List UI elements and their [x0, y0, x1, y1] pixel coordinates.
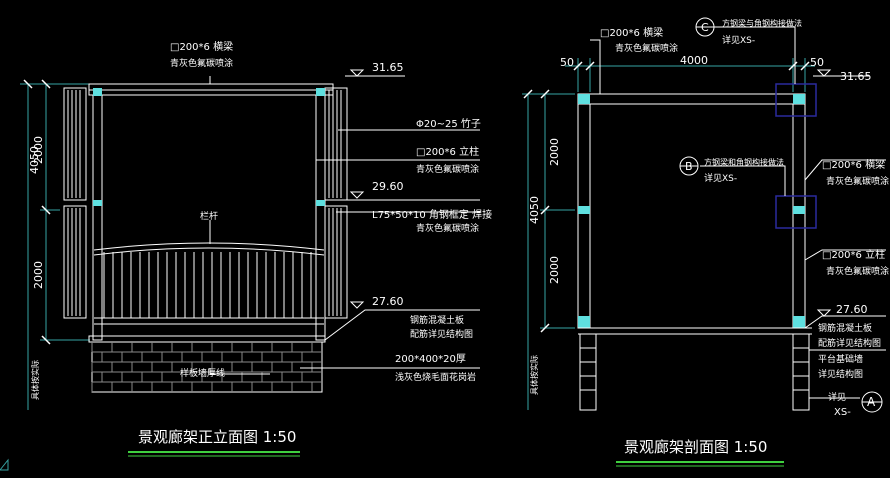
right-dim-total: 4050 — [528, 196, 541, 224]
left-railing-label: 栏杆 — [200, 210, 218, 222]
right-column-spec: □200*6 立柱 — [822, 248, 885, 261]
front-elevation — [20, 69, 480, 410]
detail-box-c — [775, 83, 817, 117]
left-stone-spec: 200*400*20厚 — [395, 353, 466, 365]
right-column-paint: 青灰色氟碳喷涂 — [826, 265, 889, 277]
right-angle-bracket — [316, 200, 325, 206]
section-left-base — [578, 316, 590, 328]
brick-pattern — [91, 342, 322, 392]
right-slab-spec: 钢筋混凝土板 — [818, 322, 872, 334]
railing — [93, 242, 325, 325]
right-dim-upper: 2000 — [548, 138, 561, 166]
callout-c-letter: C — [701, 21, 709, 34]
left-dim-total: 4050 — [28, 146, 41, 174]
section-left-cap — [578, 94, 590, 104]
right-dim-span: 4000 — [680, 54, 708, 67]
right-slab-ref: 配筋详见结构图 — [818, 337, 881, 349]
right-dim-right: 50 — [810, 56, 824, 69]
left-beam-spec: □200*6 横梁 — [170, 40, 233, 53]
conn-c-title: 方钢梁与角钢构接做法 — [722, 18, 802, 28]
left-leaders — [209, 75, 480, 375]
section-labels: 50 4000 50 □200*6 横梁 青灰色氟碳喷涂 C 方钢梁与角钢构接做… — [528, 18, 889, 456]
right-leaders — [590, 26, 886, 399]
front-elevation-labels: □200*6 横梁 青灰色氟碳喷涂 31.65 Φ20~25 竹子 □200*6… — [28, 40, 492, 446]
right-elevation-markers — [816, 69, 832, 317]
left-bamboo-screen — [63, 87, 87, 319]
section-right-foundation — [792, 333, 810, 411]
left-drawing-title: 景观廊架正立面图 1:50 — [138, 428, 296, 446]
left-dim-lower: 2000 — [32, 261, 45, 289]
right-drawing-title: 景观廊架剖面图 1:50 — [624, 438, 767, 456]
left-angle-bracket — [93, 200, 102, 206]
right-beam-paint-top: 青灰色氟碳喷涂 — [615, 42, 678, 54]
left-elev-mid: 29.60 — [372, 180, 404, 193]
section-right-cap — [793, 94, 805, 104]
conn-b-ref: 详见XS- — [704, 172, 737, 184]
right-side-dimension — [522, 89, 575, 410]
left-rod-spec: Φ20~25 竹子 — [416, 117, 481, 130]
detail-box-b — [775, 195, 817, 229]
left-column-spec: □200*6 立柱 — [416, 145, 479, 158]
callout-a-letter: A — [867, 395, 876, 409]
right-beam-spec: □200*6 横梁 — [822, 158, 885, 171]
right-dim-left: 50 — [560, 56, 574, 69]
right-elev-top: 31.65 — [840, 70, 872, 83]
right-detail-sheet: XS- — [834, 407, 851, 418]
right-base-spec: 平台基础墙 — [818, 353, 863, 365]
right-beam-paint: 青灰色氟碳喷涂 — [826, 175, 889, 187]
conn-b-title: 方钢梁和角钢构接做法 — [704, 157, 784, 167]
right-top-dimension — [565, 58, 815, 92]
left-side-label: 具体按实际 — [30, 360, 40, 400]
left-slab-ref: 配筋详见结构图 — [410, 328, 473, 340]
section-right-joint — [793, 206, 805, 214]
callout-b-letter: B — [685, 160, 693, 173]
left-dim-upper: 2000 — [32, 136, 45, 164]
left-angle-spec: L75*50*10 角钢框定 焊接 — [372, 208, 492, 221]
section-left-joint — [578, 206, 590, 214]
right-detail-ref: 详见 — [828, 391, 846, 403]
conn-c-ref: 详见XS- — [722, 34, 755, 46]
left-dimension-chain — [20, 79, 90, 410]
left-brick-label: 样板墙厚线 — [180, 367, 225, 379]
right-dim-lower: 2000 — [548, 256, 561, 284]
corner-marker — [0, 458, 9, 471]
left-elev-base: 27.60 — [372, 295, 404, 308]
section-left-foundation — [579, 333, 597, 411]
left-stone-finish: 浅灰色烧毛面花岗岩 — [395, 371, 476, 383]
left-angle-paint: 青灰色氟碳喷涂 — [416, 222, 479, 234]
section-view — [522, 17, 886, 413]
left-column-paint: 青灰色氟碳喷涂 — [416, 163, 479, 175]
right-base-ref: 详见结构图 — [818, 368, 863, 380]
left-elev-top: 31.65 — [372, 61, 404, 74]
right-column-cap — [316, 88, 325, 96]
railing-balusters — [103, 252, 312, 318]
left-slab-spec: 钢筋混凝土板 — [410, 314, 464, 326]
left-column-cap — [93, 88, 102, 96]
section-right-base — [793, 316, 805, 328]
right-beam-spec-top: □200*6 横梁 — [600, 26, 663, 39]
right-elev-base: 27.60 — [836, 303, 868, 316]
left-elevation-markers — [349, 69, 365, 309]
right-side-label: 具体按实际 — [529, 355, 539, 395]
left-beam-paint: 青灰色氟碳喷涂 — [170, 57, 233, 69]
